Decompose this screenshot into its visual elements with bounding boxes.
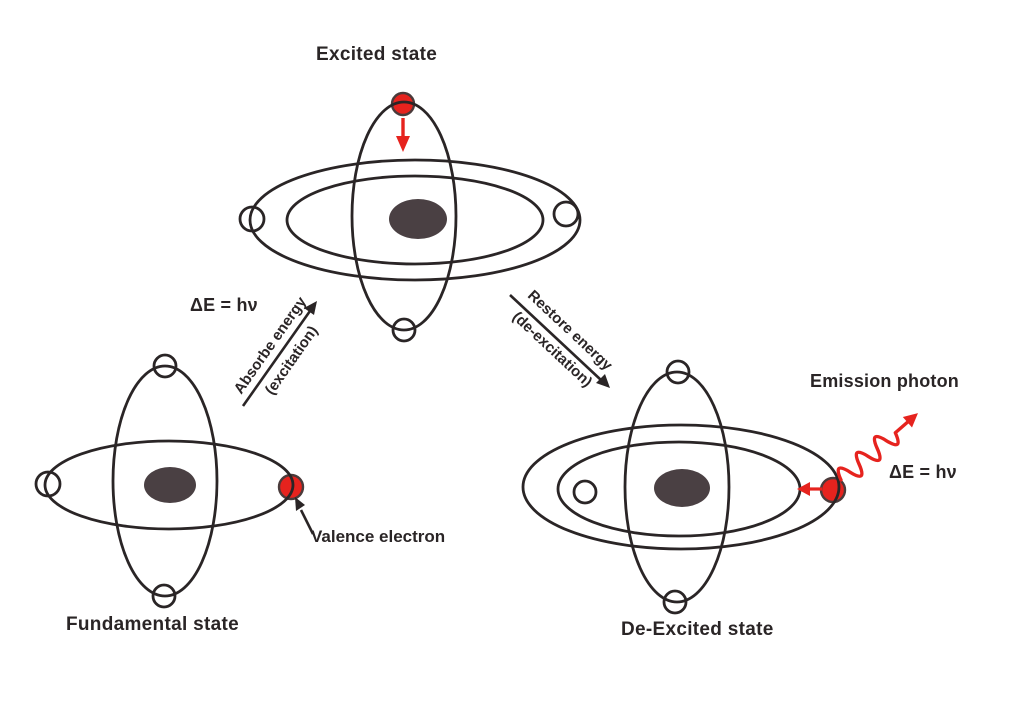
excitation-arrow-line	[241, 310, 312, 407]
orbit-horizontal	[43, 439, 295, 531]
nucleus	[389, 199, 447, 239]
excited-state-label: Excited state	[316, 44, 438, 65]
excited-atom	[238, 91, 582, 343]
electron-drop-arrowhead	[396, 136, 410, 152]
photon-squiggle	[836, 431, 900, 482]
valence-pointer-arrowhead	[295, 497, 305, 511]
electron-return-arrowhead	[797, 482, 810, 496]
deexcited-atom	[521, 359, 918, 615]
nucleus	[654, 469, 710, 507]
excitation-arrowhead	[304, 301, 317, 315]
excitation-arrow	[241, 301, 317, 407]
orbit-vertical	[111, 364, 219, 598]
emission-photon-label: Emission photon	[810, 371, 959, 391]
orbit-vertical	[623, 370, 731, 604]
delta-e-absorb-label: ΔE = hν	[190, 295, 258, 315]
orbit-inner	[285, 174, 545, 266]
deexcitation-arrowhead	[596, 374, 610, 388]
photon-arrowhead	[902, 413, 918, 428]
fundamental-state-label: Fundamental state	[66, 614, 239, 635]
orbit-outer	[521, 423, 841, 551]
photon-wave	[836, 413, 918, 482]
deexcitation-arrow-line	[509, 294, 602, 381]
inner-electron	[572, 479, 598, 505]
valence-electron-label: Valence electron	[311, 527, 446, 546]
deexcited-state-label: De-Excited state	[621, 619, 774, 640]
fundamental-atom	[34, 353, 315, 609]
delta-e-emit-label: ΔE = hν	[889, 462, 957, 482]
deexcitation-arrow	[509, 294, 610, 388]
orbit-vertical	[350, 100, 458, 332]
nucleus	[144, 467, 196, 503]
orbit-outer	[248, 158, 582, 282]
valence-pointer-line	[299, 509, 315, 535]
